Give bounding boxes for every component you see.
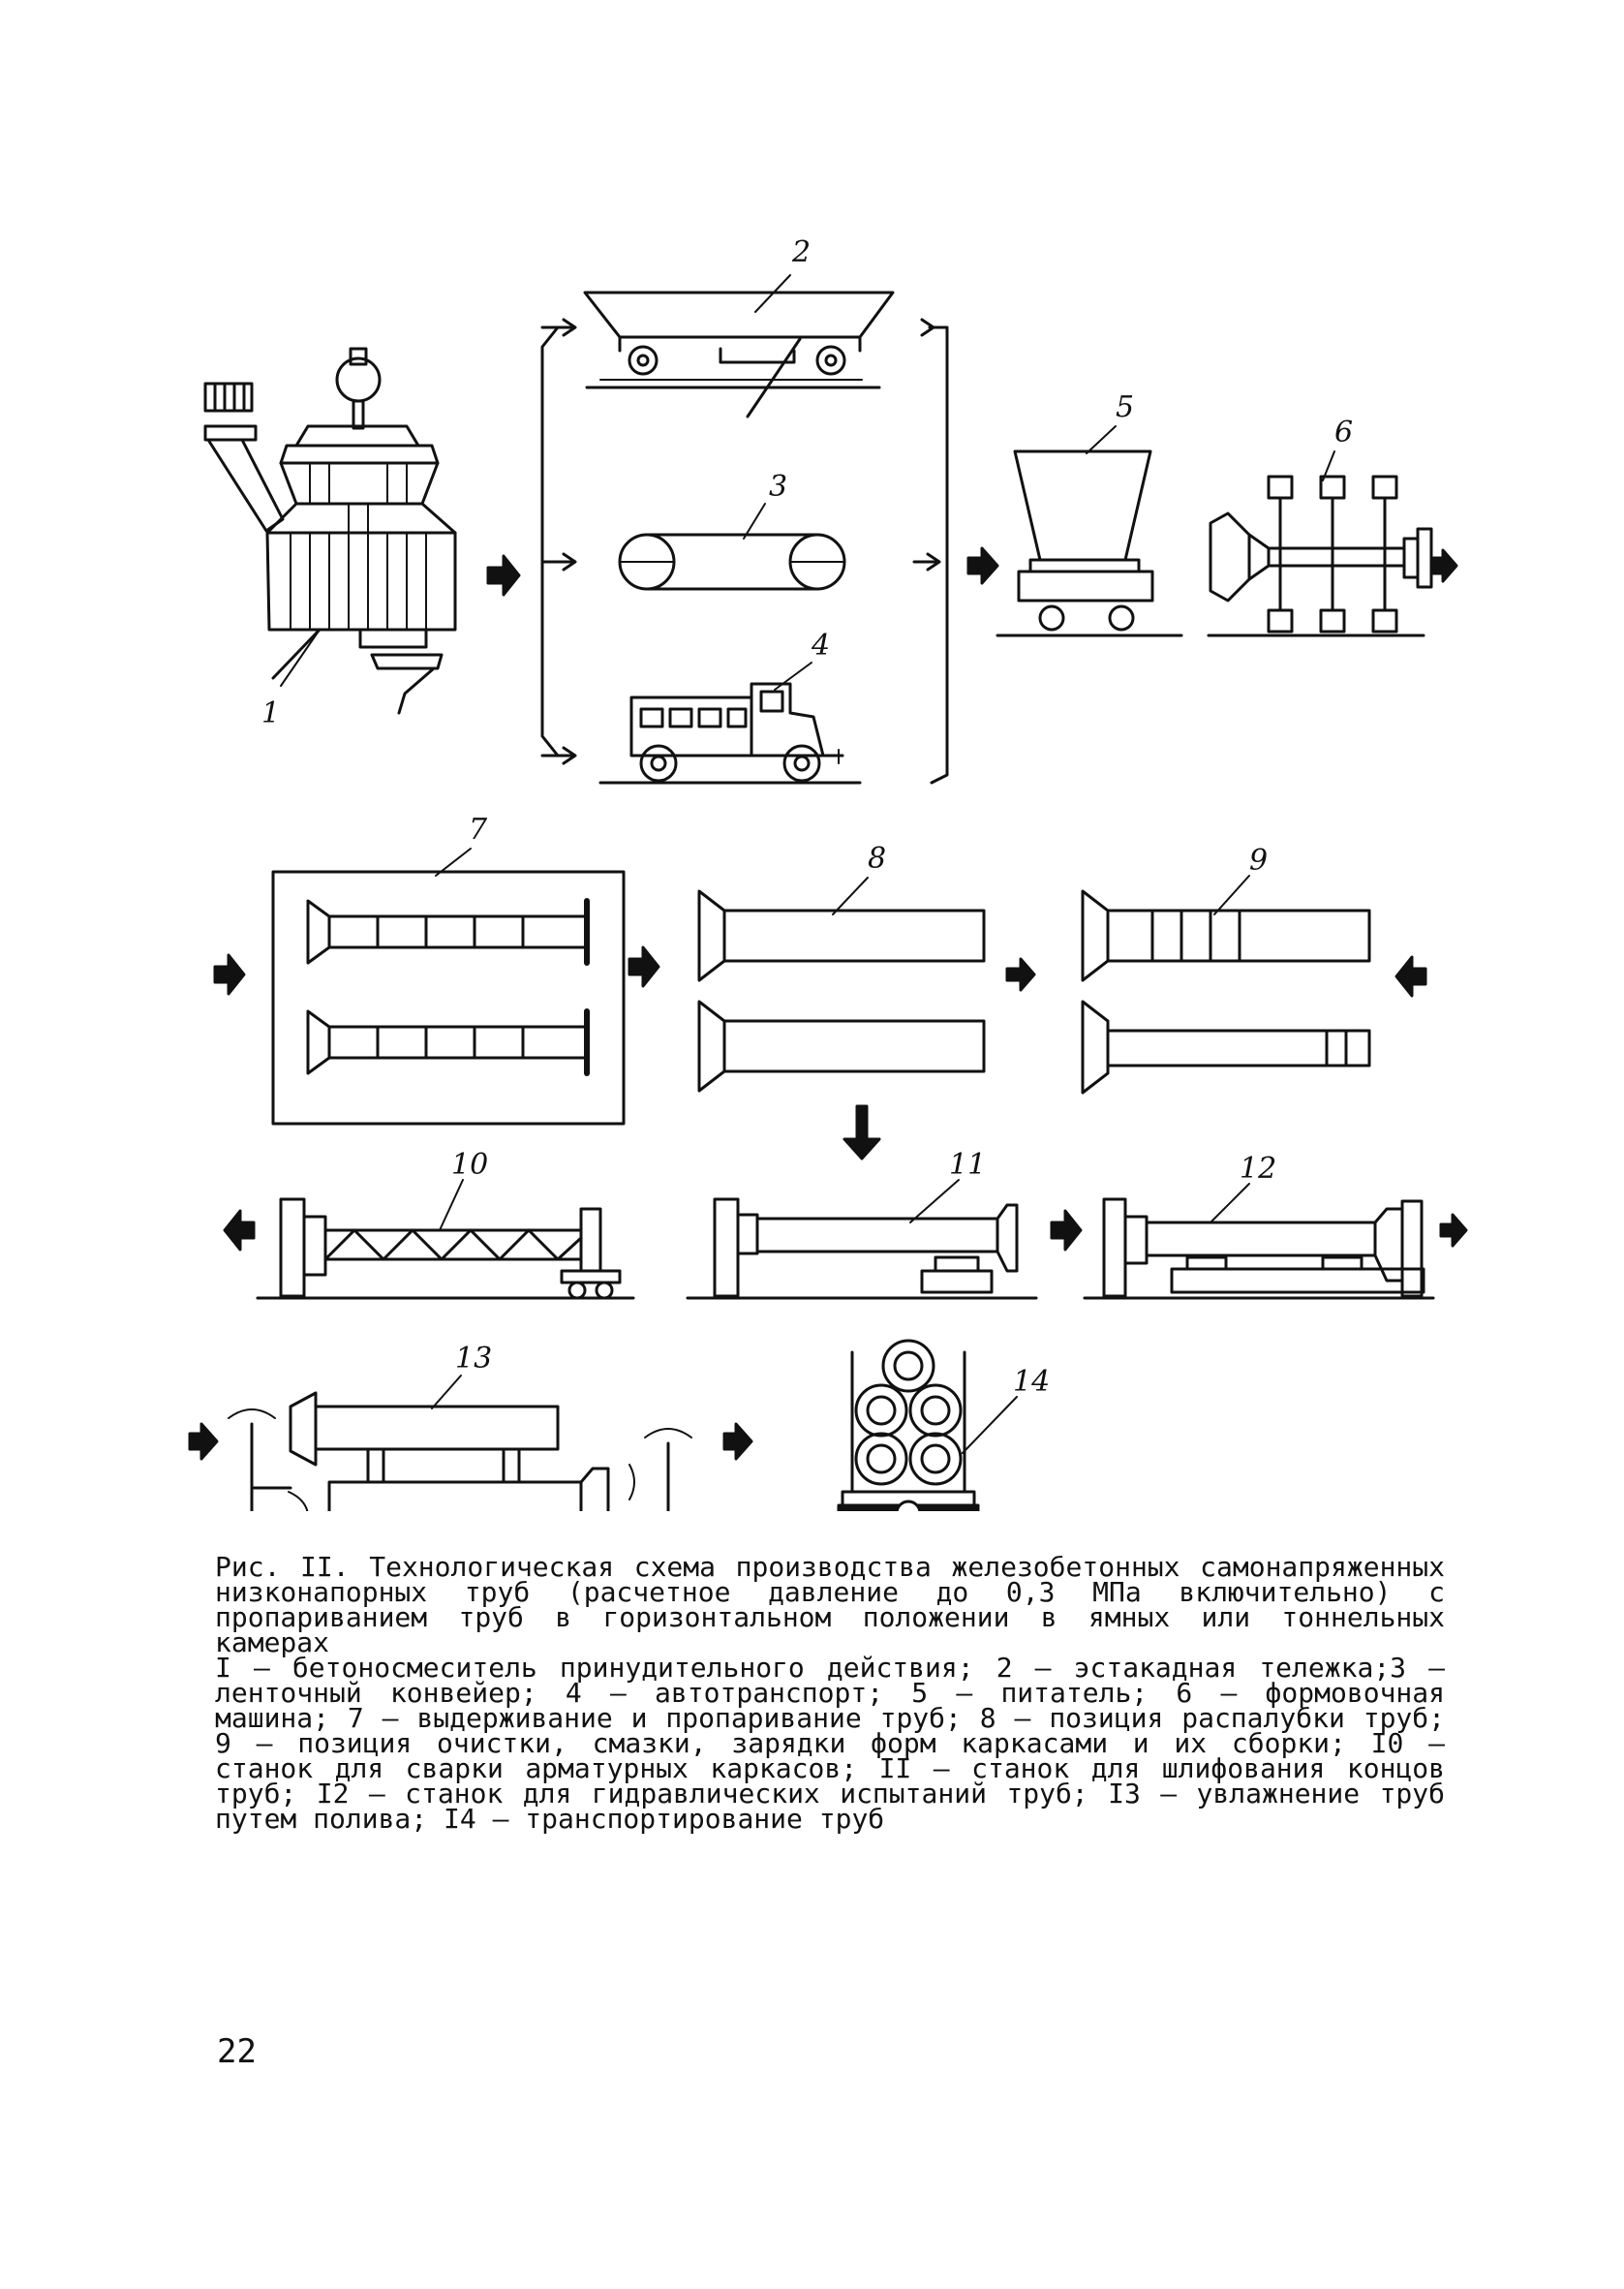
truck: [598, 682, 862, 785]
belt-conveyor: [618, 533, 846, 591]
label-1: 1: [261, 696, 280, 730]
label-14: 14: [1013, 1365, 1050, 1399]
stripping-position: [697, 889, 986, 1093]
caption-title: Рис. II. Технологическая схема производс…: [215, 1551, 1445, 1658]
label-6: 6: [1334, 416, 1353, 449]
label-8: 8: [868, 842, 886, 876]
page-number: 22: [217, 2032, 257, 2071]
label-7: 7: [469, 813, 488, 847]
label-12: 12: [1240, 1152, 1276, 1186]
label-2: 2: [791, 235, 811, 269]
hydraulic-test-stand: [1083, 1197, 1435, 1300]
figure-caption: Рис. II. Технологическая схема производс…: [215, 1551, 1445, 1835]
flow-arrows: [188, 546, 1468, 1461]
feeder: [996, 449, 1183, 637]
label-11: 11: [949, 1148, 986, 1182]
welding-machine: [256, 1197, 635, 1300]
leader-lines: [280, 274, 1335, 1454]
label-9: 9: [1249, 844, 1268, 878]
cleaning-position: [1081, 889, 1371, 1095]
label-5: 5: [1116, 390, 1134, 424]
pipe-transport-cart: [813, 1339, 1003, 1540]
grinding-machine: [686, 1197, 1038, 1300]
label-3: 3: [769, 470, 787, 504]
label-4: 4: [811, 629, 830, 663]
process-diagram: 1 2 3 4 5 6 7 8 9 10 11 12 13 14: [188, 235, 1468, 1540]
forming-machine: [1207, 475, 1433, 637]
caption-legend: I – бетоносмеситель принудительного дейс…: [215, 1652, 1445, 1835]
flow-lines: [540, 325, 949, 785]
trestle-wagon: [583, 291, 895, 418]
flow-arrowheads: [562, 318, 941, 765]
label-10: 10: [451, 1148, 488, 1182]
steaming-chamber: [271, 870, 626, 1126]
label-13: 13: [455, 1342, 492, 1376]
watering-station: [227, 1391, 730, 1540]
concrete-mixer: [203, 347, 457, 715]
